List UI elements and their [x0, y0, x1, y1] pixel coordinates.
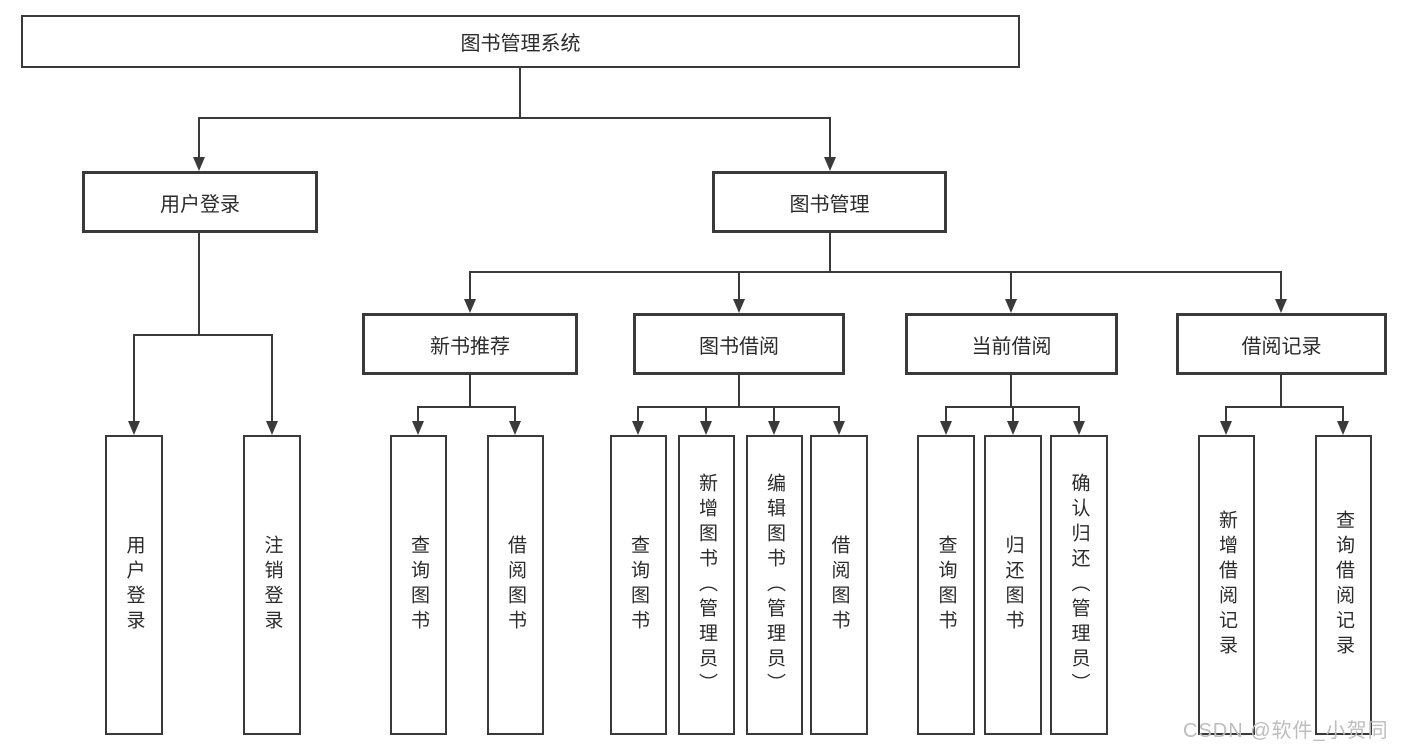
- connector-arrowhead: [1073, 421, 1085, 435]
- leaf-edit-books-admin: 编辑图书（管理员）: [746, 435, 803, 735]
- leaf-query-borrow-record: 查询借阅记录: [1315, 435, 1372, 735]
- connector-arrowhead: [632, 421, 644, 435]
- connector-arrowhead: [1007, 421, 1019, 435]
- connector-line: [514, 406, 516, 423]
- connector-line: [1012, 406, 1014, 423]
- connector-line: [637, 406, 639, 423]
- connector-arrowhead: [412, 421, 424, 435]
- leaf-return-books: 归还图书: [984, 435, 1042, 735]
- connector-line: [519, 68, 521, 118]
- leaf-logout-login: 注销登录: [243, 435, 301, 735]
- node-borrowing-records: 借阅记录: [1176, 313, 1387, 375]
- connector-arrowhead: [464, 299, 476, 313]
- connector-line: [1342, 406, 1344, 423]
- leaf-confirm-return-admin: 确认归还（管理员）: [1050, 435, 1108, 735]
- node-new-book-recommend: 新书推荐: [362, 313, 578, 375]
- connector-line: [133, 334, 273, 336]
- node-library-system: 图书管理系统: [21, 15, 1020, 68]
- connector-line: [829, 233, 831, 273]
- connector-line: [417, 406, 516, 408]
- leaf-user-login: 用户登录: [105, 435, 163, 735]
- connector-line: [198, 233, 200, 336]
- connector-arrowhead: [768, 421, 780, 435]
- connector-line: [271, 334, 273, 423]
- node-book-management: 图书管理: [712, 171, 947, 233]
- connector-line: [1280, 271, 1282, 301]
- connector-line: [417, 406, 419, 423]
- leaf-query-books-recommend: 查询图书: [390, 435, 447, 735]
- connector-line: [469, 271, 471, 301]
- connector-line: [838, 406, 840, 423]
- connector-arrowhead: [833, 421, 845, 435]
- connector-line: [469, 375, 471, 408]
- connector-arrowhead: [1220, 421, 1232, 435]
- connector-arrowhead: [128, 421, 140, 435]
- connector-line: [773, 406, 775, 423]
- node-book-borrowing: 图书借阅: [633, 313, 845, 375]
- connector-arrowhead: [940, 421, 952, 435]
- connector-arrowhead: [1275, 299, 1287, 313]
- leaf-query-books-current: 查询图书: [917, 435, 975, 735]
- connector-line: [738, 271, 740, 301]
- connector-line: [1010, 375, 1012, 408]
- leaf-add-books-admin: 新增图书（管理员）: [678, 435, 735, 735]
- leaf-borrow-books-recommend: 借阅图书: [487, 435, 544, 735]
- connector-line: [133, 334, 135, 423]
- connector-line: [945, 406, 947, 423]
- connector-line: [198, 117, 200, 159]
- watermark: CSDN @软件_小贺同学: [1183, 720, 1389, 742]
- connector-arrowhead: [733, 299, 745, 313]
- connector-line: [705, 406, 707, 423]
- connector-arrowhead: [266, 421, 278, 435]
- connector-line: [1010, 271, 1012, 301]
- connector-arrowhead: [509, 421, 521, 435]
- connector-line: [1225, 406, 1344, 408]
- leaf-borrow-books-borrow: 借阅图书: [810, 435, 868, 735]
- connector-line: [1225, 406, 1227, 423]
- connector-arrowhead: [1005, 299, 1017, 313]
- connector-line: [637, 406, 840, 408]
- connector-line: [469, 271, 1282, 273]
- connector-line: [198, 117, 831, 119]
- connector-arrowhead: [824, 157, 836, 171]
- node-user-login: 用户登录: [82, 171, 318, 233]
- connector-line: [1280, 375, 1282, 408]
- connector-line: [1078, 406, 1080, 423]
- connector-arrowhead: [700, 421, 712, 435]
- leaf-add-borrow-record: 新增借阅记录: [1198, 435, 1255, 735]
- connector-arrowhead: [193, 157, 205, 171]
- node-current-borrowing: 当前借阅: [905, 313, 1118, 375]
- connector-line: [738, 375, 740, 408]
- connector-line: [829, 117, 831, 159]
- leaf-query-books-borrow: 查询图书: [610, 435, 667, 735]
- connector-arrowhead: [1337, 421, 1349, 435]
